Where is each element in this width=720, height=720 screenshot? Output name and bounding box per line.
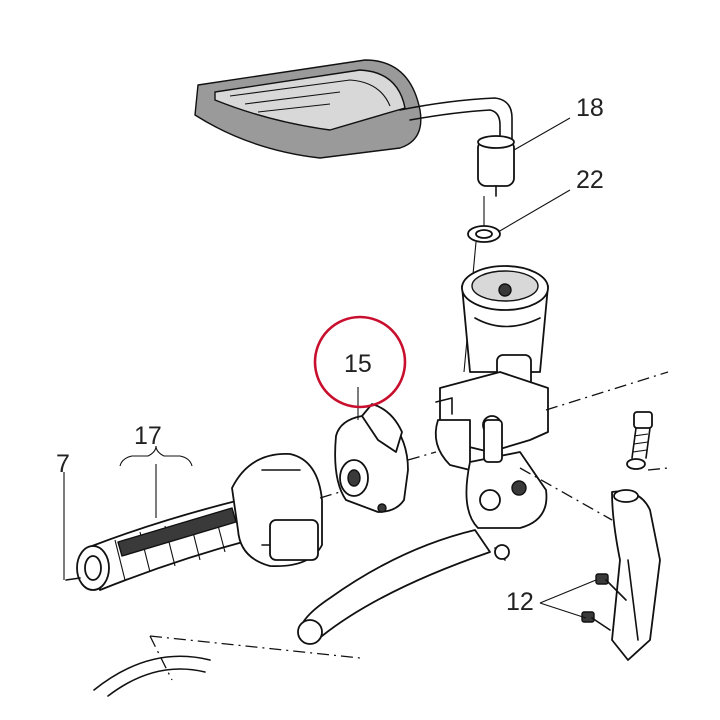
switch-housing-15 [334,403,409,513]
washer-22 [467,225,501,243]
screws-12 [581,573,627,631]
brake-lever [297,529,510,645]
throttle-grip-17 [65,453,323,591]
leader-lines [63,117,597,619]
stem-nut-18 [477,135,515,197]
bolt-top-right [626,411,653,470]
assembly-axis-lines [149,371,669,681]
label-part-17: 17 [134,422,162,450]
highlight-circle [313,315,407,409]
brake-reservoir [461,265,549,388]
lever-guard [611,489,661,661]
lever-bracket [434,371,549,529]
label-part-22: 22 [576,166,604,194]
mirror-assembly [194,59,513,159]
label-part-18: 18 [576,94,604,122]
label-part-7: 7 [56,450,70,478]
bottom-fragment [93,655,211,697]
label-part-15: 15 [344,350,372,378]
label-part-12: 12 [506,588,534,616]
